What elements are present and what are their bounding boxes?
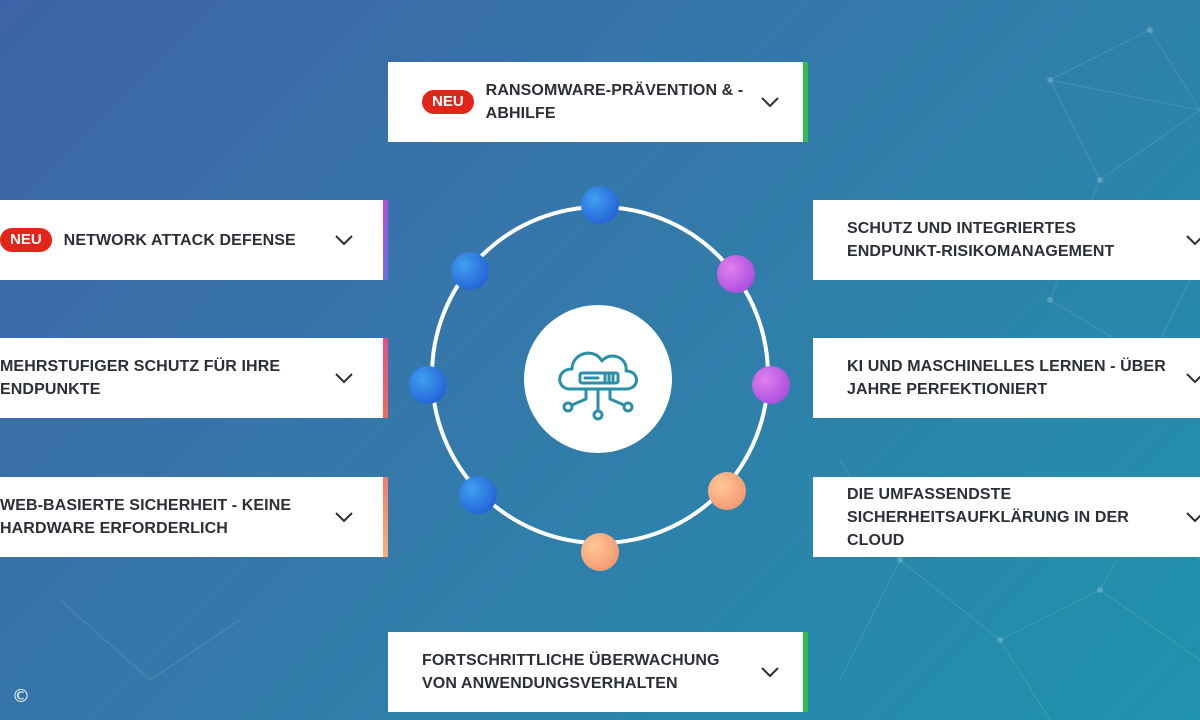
card-label: KI UND MASCHINELLES LERNEN - ÜBER JAHRE … <box>847 358 1166 398</box>
card-web-basierte-sicherheit[interactable]: WEB-BASIERTE SICHERHEIT - KEINE HARDWARE… <box>0 477 388 557</box>
card-accent-bar <box>803 62 808 142</box>
card-endpunkt-risikomanagement[interactable]: SCHUTZ UND INTEGRIERTES ENDPUNKT-RISIKOM… <box>813 200 1200 280</box>
card-ki-maschinelles-lernen[interactable]: KI UND MASCHINELLES LERNEN - ÜBER JAHRE … <box>813 338 1200 418</box>
orbit-dot <box>451 252 489 290</box>
card-accent-bar <box>383 200 388 280</box>
chevron-down-icon[interactable] <box>1185 372 1200 384</box>
card-ransomware-praevention[interactable]: NEU RANSOMWARE-PRÄVENTION & -ABHILFE <box>388 62 808 142</box>
card-sicherheitsaufklaerung-cloud[interactable]: DIE UMFASSENDSTE SICHERHEITSAUFKLÄRUNG I… <box>813 477 1200 557</box>
cloud-network-icon <box>558 351 638 421</box>
orbit-dot <box>581 533 619 571</box>
orbit-dot <box>717 255 755 293</box>
chevron-down-icon[interactable] <box>334 372 354 384</box>
card-accent-bar <box>383 338 388 418</box>
card-label: WEB-BASIERTE SICHERHEIT - KEINE HARDWARE… <box>0 497 292 537</box>
chevron-down-icon[interactable] <box>760 666 780 678</box>
card-label: DIE UMFASSENDSTE SICHERHEITSAUFKLÄRUNG I… <box>847 485 1129 549</box>
chevron-down-icon[interactable] <box>1185 511 1200 523</box>
chevron-down-icon[interactable] <box>334 234 354 246</box>
card-label: NETWORK ATTACK DEFENSE <box>63 231 296 249</box>
orbit-dot <box>409 366 447 404</box>
center-circle <box>524 305 672 453</box>
orbit-dot <box>708 472 746 510</box>
new-badge: NEU <box>422 90 474 114</box>
card-mehrstufiger-schutz[interactable]: MEHRSTUFIGER SCHUTZ FÜR IHRE ENDPUNKTE <box>0 338 388 418</box>
new-badge: NEU <box>0 228 52 252</box>
chevron-down-icon[interactable] <box>760 96 780 108</box>
card-label: SCHUTZ UND INTEGRIERTES ENDPUNKT-RISIKOM… <box>847 220 1115 260</box>
card-ueberwachung-anwendungsverhalten[interactable]: FORTSCHRITTLICHE ÜBERWACHUNG VON ANWENDU… <box>388 632 808 712</box>
orbit-dot <box>581 186 619 224</box>
orbit-dot <box>752 366 790 404</box>
card-label: FORTSCHRITTLICHE ÜBERWACHUNG VON ANWENDU… <box>422 652 720 692</box>
chevron-down-icon[interactable] <box>334 511 354 523</box>
copyright-mark: © <box>12 686 30 707</box>
card-network-attack-defense[interactable]: NEU NETWORK ATTACK DEFENSE <box>0 200 388 280</box>
card-accent-bar <box>803 632 808 712</box>
card-accent-bar <box>383 477 388 557</box>
chevron-down-icon[interactable] <box>1185 234 1200 246</box>
orbit-dot <box>459 476 497 514</box>
card-label: RANSOMWARE-PRÄVENTION & -ABHILFE <box>485 82 744 122</box>
card-label: MEHRSTUFIGER SCHUTZ FÜR IHRE ENDPUNKTE <box>0 358 281 398</box>
